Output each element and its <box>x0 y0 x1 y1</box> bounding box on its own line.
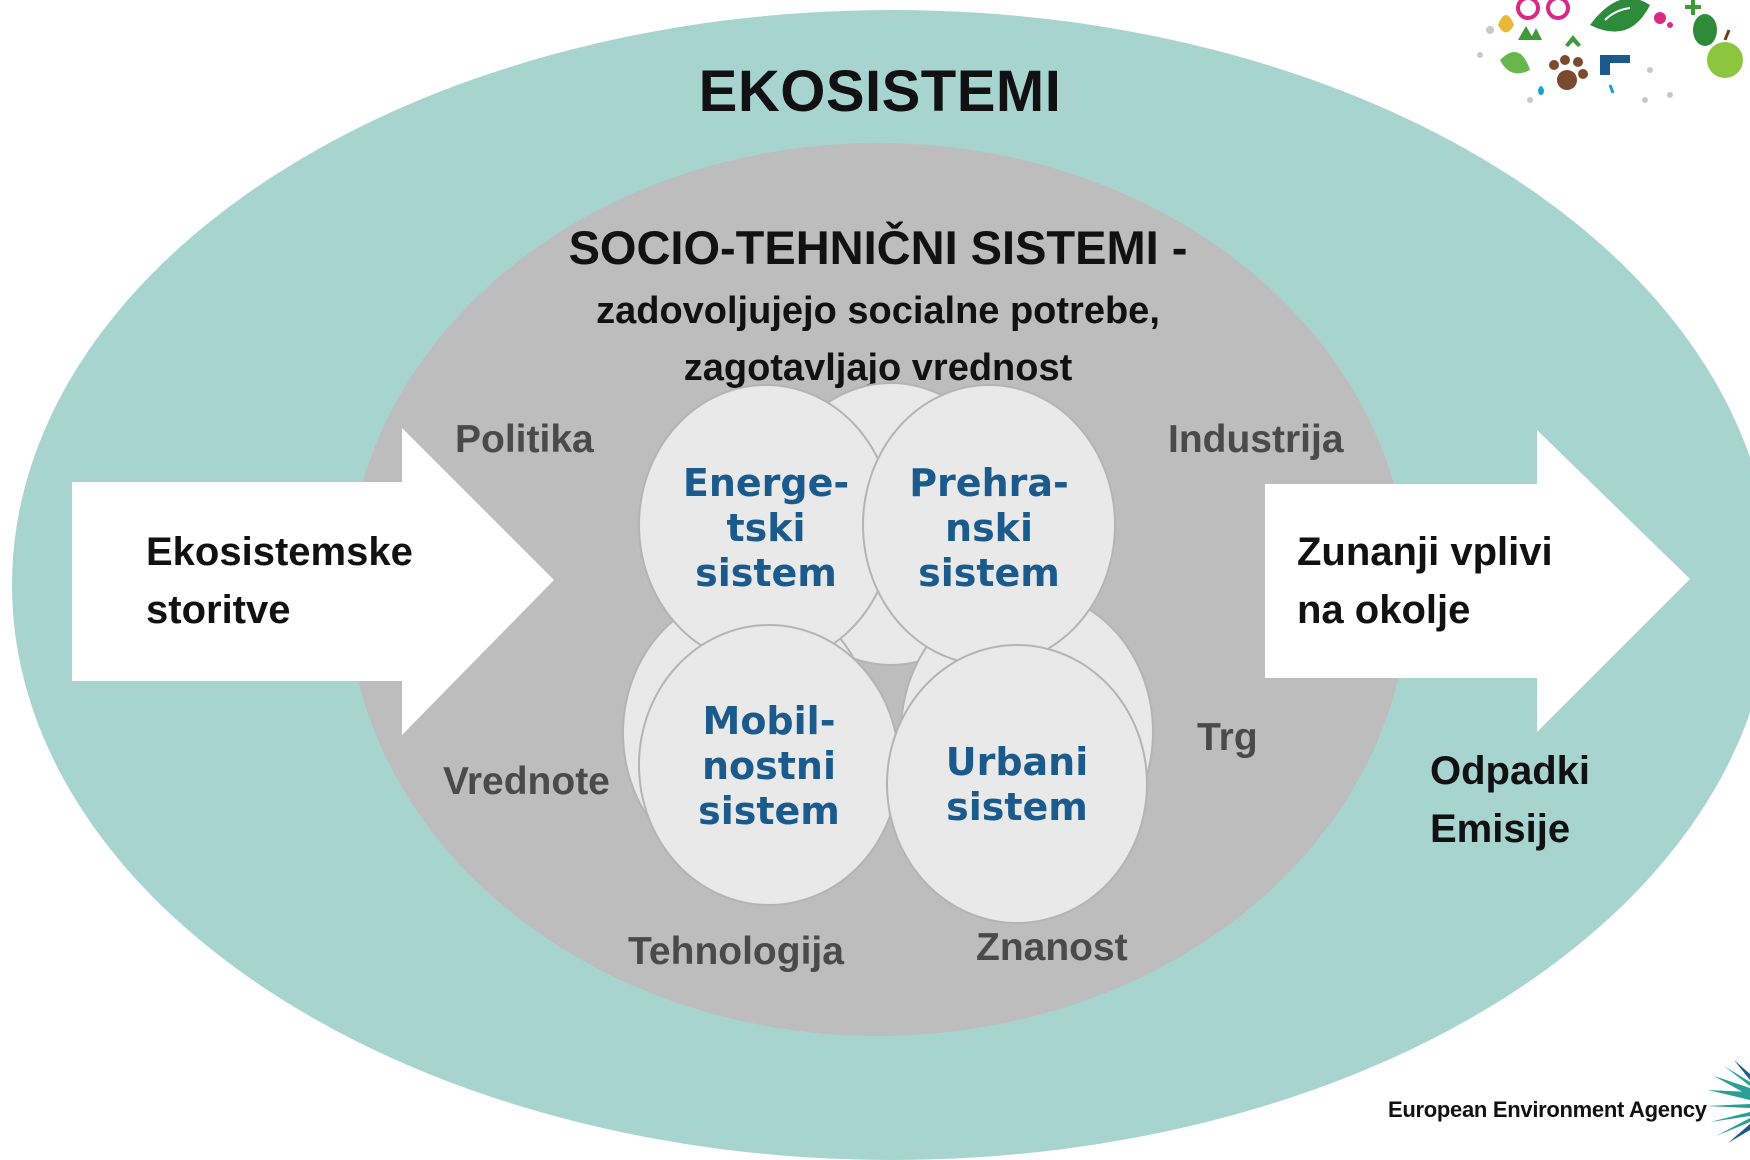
urban-system-circle <box>886 644 1148 924</box>
ecosystem-services-label-line2: storitve <box>146 588 291 632</box>
eco-illustration-icon <box>1477 0 1743 103</box>
ecosystem-services-arrow <box>72 428 554 735</box>
food-system-label-line1: Prehra- <box>909 461 1069 505</box>
food-system-label: Prehra- nski sistem <box>862 461 1116 596</box>
urban-system-label: Urbani sistem <box>886 740 1148 830</box>
urban-system-label-line1: Urbani <box>945 740 1089 784</box>
factor-tehnologija: Tehnologija <box>628 930 844 973</box>
mobility-system-label-line3: sistem <box>698 789 840 833</box>
socio-technical-subtitle-line1: zadovoljujejo socialne potrebe, <box>596 290 1160 332</box>
eea-agency-name: European Environment Agency <box>1388 1097 1707 1122</box>
mobility-system-circle <box>638 624 900 906</box>
food-system-label-line3: sistem <box>918 551 1060 595</box>
food-system-circle <box>862 384 1116 666</box>
factor-politika: Politika <box>455 418 594 461</box>
mobility-system-label: Mobil- nostni sistem <box>638 699 900 834</box>
factor-industrija: Industrija <box>1168 418 1344 461</box>
energy-system-circle <box>638 384 894 666</box>
mobility-system-label-line2: nostni <box>701 744 837 788</box>
environmental-impacts-label-line2: na okolje <box>1297 588 1471 632</box>
energy-system-label: Energe- tski sistem <box>638 461 894 596</box>
factor-vrednote: Vrednote <box>443 760 610 803</box>
urban-system-label-line2: sistem <box>946 785 1088 829</box>
eea-logo-icon <box>1706 1060 1750 1143</box>
energy-system-label-line2: tski <box>726 506 806 550</box>
mobility-system-label-line1: Mobil- <box>702 699 836 743</box>
food-system-label-line2: nski <box>945 506 1033 550</box>
environmental-impacts-label-line1: Zunanji vplivi <box>1297 530 1553 574</box>
waste-label: Odpadki <box>1430 749 1591 793</box>
environmental-impacts-arrow <box>1265 430 1690 732</box>
socio-technical-title: SOCIO-TEHNIČNI SISTEMI - <box>568 221 1188 274</box>
factor-trg: Trg <box>1197 716 1258 759</box>
emissions-label: Emisije <box>1430 807 1571 851</box>
energy-system-label-line3: sistem <box>695 551 837 595</box>
factor-znanost: Znanost <box>976 926 1128 969</box>
ecosystems-title: EKOSISTEMI <box>698 59 1062 124</box>
energy-system-label-line1: Energe- <box>682 461 850 505</box>
ecosystem-services-label-line1: Ekosistemske <box>146 530 413 574</box>
